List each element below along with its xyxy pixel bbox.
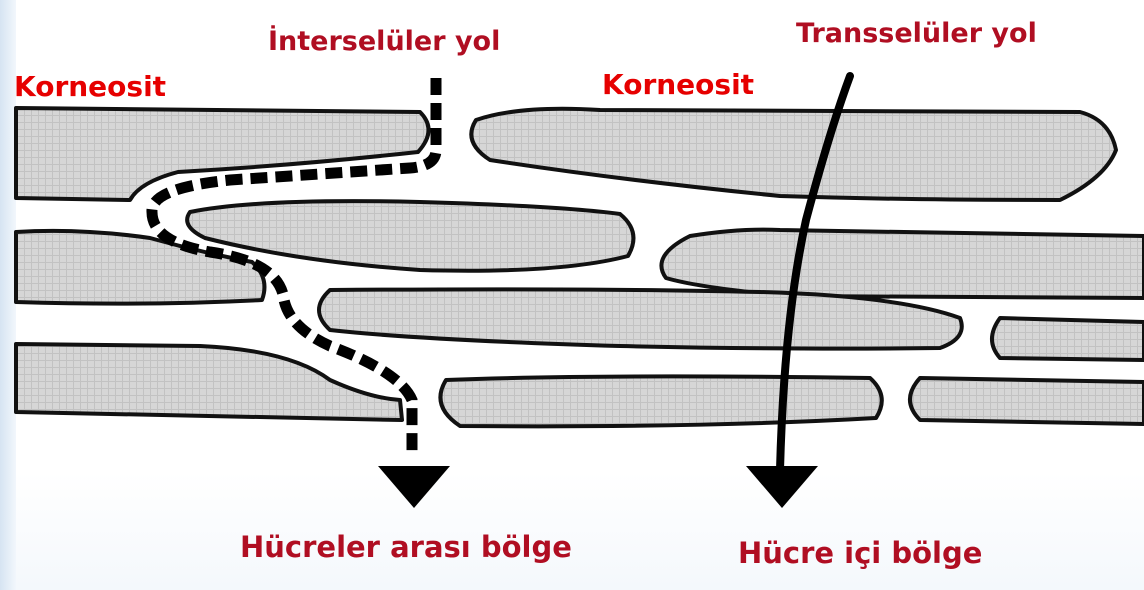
corneocyte-right-label: Korneosit — [602, 68, 754, 101]
corneocyte-row1-right — [471, 109, 1116, 200]
corneocyte-row3-middle — [319, 289, 962, 348]
intercellular-path-label: İnterselüler yol — [268, 26, 500, 57]
corneocyte-row2-right — [661, 230, 1144, 298]
intercellular-region-label: Hücreler arası bölge — [240, 530, 572, 564]
corneocyte-row2-middle — [187, 201, 633, 271]
corneocyte-row4-middle — [440, 376, 881, 426]
intercellular-arrowhead — [378, 466, 450, 508]
corneocyte-cells — [16, 108, 1144, 426]
intracellular-region-label: Hücre içi bölge — [738, 536, 982, 570]
corneocyte-row1-left — [16, 108, 429, 200]
corneocyte-left-label: Korneosit — [14, 70, 166, 103]
transcellular-arrowhead — [746, 466, 818, 508]
transcellular-path-label: Transselüler yol — [796, 18, 1037, 49]
corneocyte-row3-right — [992, 318, 1144, 360]
corneocyte-row4-right — [910, 378, 1144, 424]
